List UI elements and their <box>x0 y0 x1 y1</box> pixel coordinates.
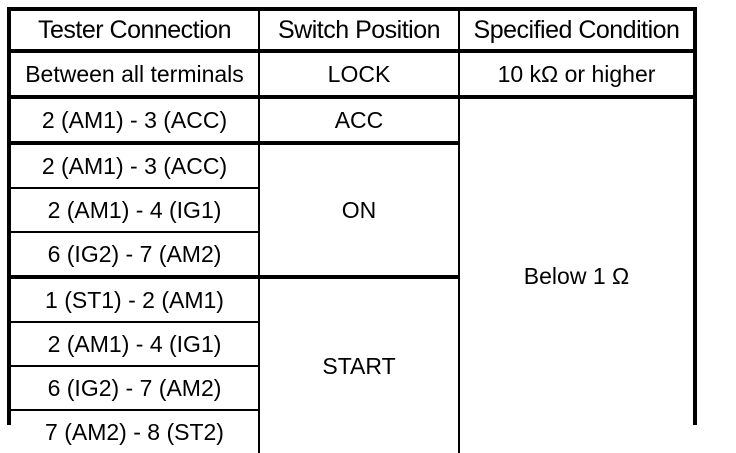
spec-table-container: Tester Connection Switch Position Specif… <box>7 7 697 453</box>
cell-tester-connection: 6 (IG2) - 7 (AM2) <box>11 232 259 279</box>
cell-tester-connection: Between all terminals <box>11 51 259 99</box>
column-header-tester-connection: Tester Connection <box>11 11 259 53</box>
cell-tester-connection: 6 (IG2) - 7 (AM2) <box>11 366 259 411</box>
table-row: 2 (AM1) - 3 (ACC) ACC Below 1 Ω <box>11 97 693 453</box>
cell-specified-condition-10k: 10 kΩ or higher <box>458 51 693 99</box>
column-header-switch-position: Switch Position <box>258 11 459 53</box>
cell-tester-connection: 7 (AM2) - 8 (ST2) <box>11 410 259 453</box>
table-row: 6 (IG2) - 7 (AM2) <box>11 232 693 279</box>
header-row: Tester Connection Switch Position Specif… <box>11 11 693 53</box>
cell-tester-connection: 2 (AM1) - 4 (IG1) <box>11 188 259 233</box>
cell-specified-condition-below-1-ohm: Below 1 Ω <box>458 97 693 453</box>
table-row: 2 (AM1) - 3 (ACC) ON <box>11 143 693 279</box>
column-header-specified-condition: Specified Condition <box>458 11 693 53</box>
table-row: 6 (IG2) - 7 (AM2) <box>11 366 693 411</box>
ignition-switch-spec-table: Tester Connection Switch Position Specif… <box>11 11 693 453</box>
table-row: 1 (ST1) - 2 (AM1) START <box>11 277 693 453</box>
cell-switch-position-lock: LOCK <box>258 51 459 99</box>
cell-switch-position-acc: ACC <box>258 97 459 145</box>
cell-tester-connection: 1 (ST1) - 2 (AM1) <box>11 277 259 323</box>
table-body: Between all terminals LOCK 10 kΩ or high… <box>11 51 693 453</box>
cell-switch-position-start: START <box>258 277 459 453</box>
cell-switch-position-on: ON <box>258 143 459 279</box>
table-row: 2 (AM1) - 4 (IG1) <box>11 188 693 233</box>
table-row: Between all terminals LOCK 10 kΩ or high… <box>11 51 693 99</box>
table-row: 2 (AM1) - 4 (IG1) <box>11 322 693 367</box>
cell-tester-connection: 2 (AM1) - 3 (ACC) <box>11 143 259 189</box>
cell-tester-connection: 2 (AM1) - 3 (ACC) <box>11 97 259 145</box>
cell-tester-connection: 2 (AM1) - 4 (IG1) <box>11 322 259 367</box>
table-header: Tester Connection Switch Position Specif… <box>11 11 693 53</box>
